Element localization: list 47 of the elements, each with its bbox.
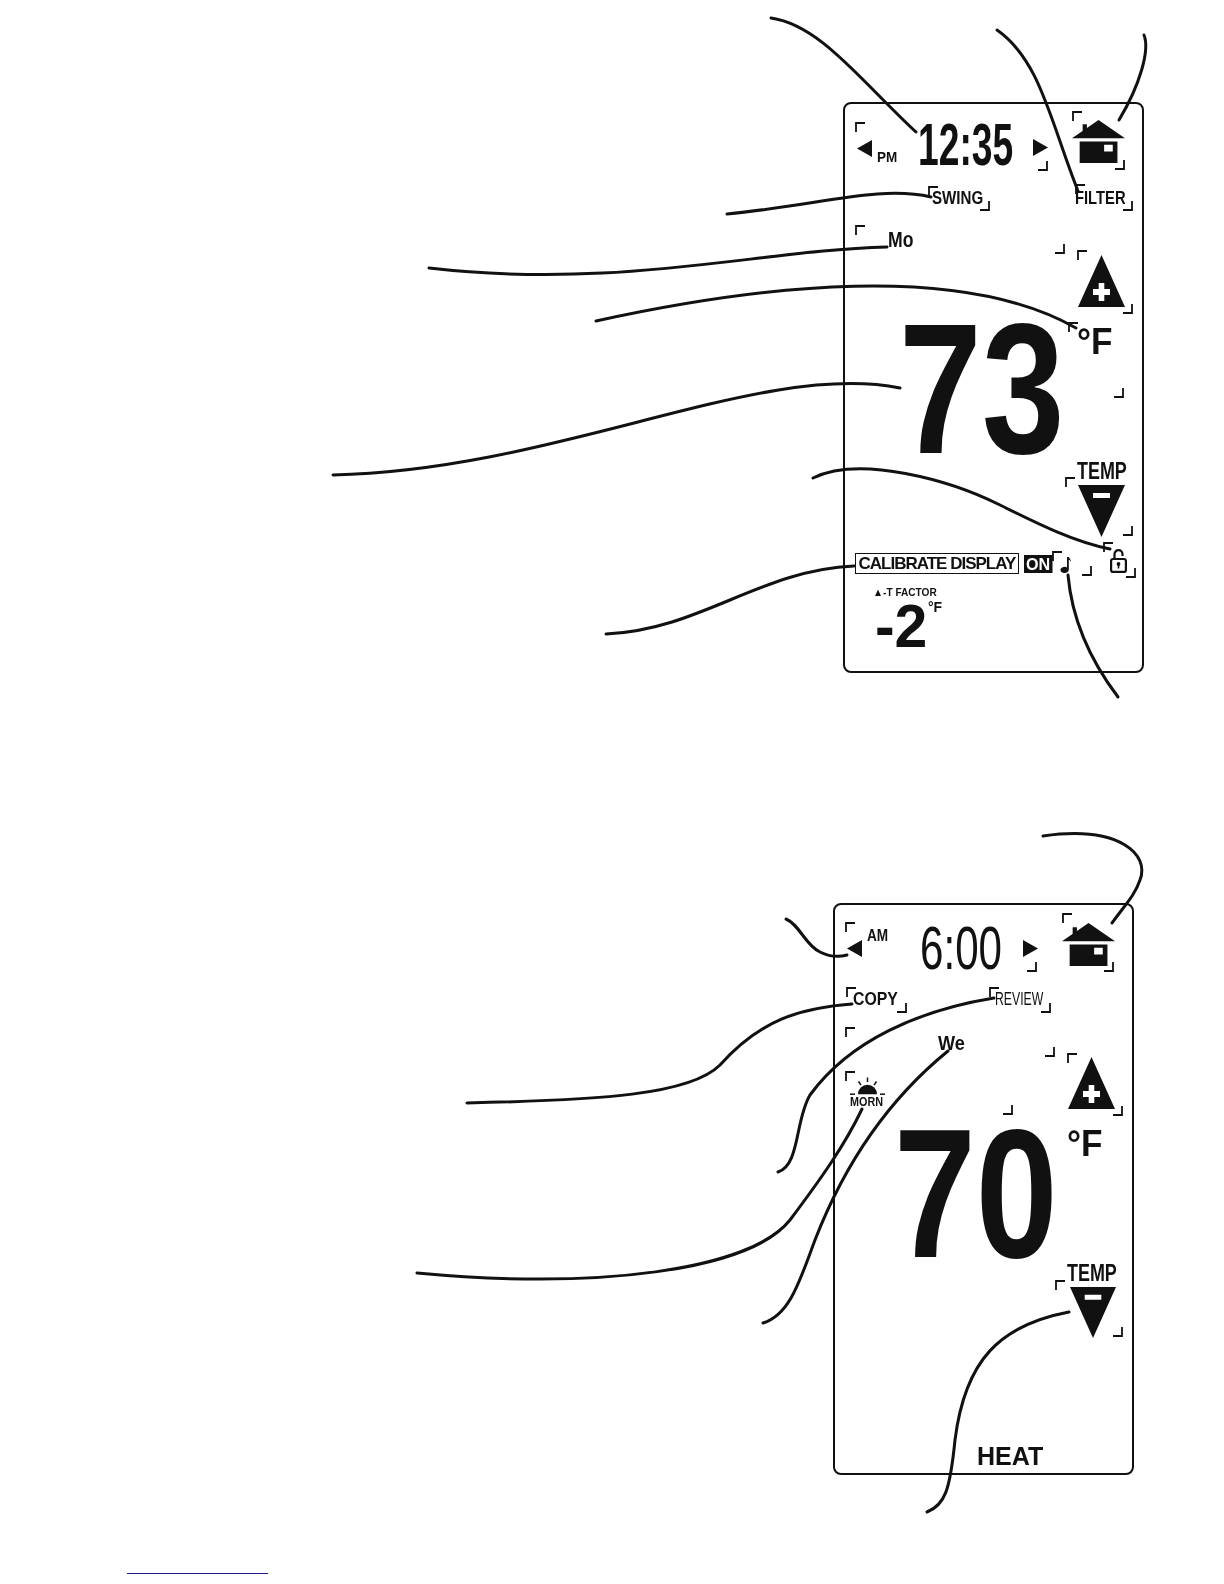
unit-symbol: °F bbox=[928, 602, 943, 613]
leader-line bbox=[925, 1310, 1071, 1514]
leader-line bbox=[415, 1107, 864, 1281]
leader-line bbox=[331, 382, 902, 477]
leader-line bbox=[995, 28, 1080, 193]
day-indicator: Mo bbox=[887, 231, 913, 248]
music-note-icon bbox=[1059, 556, 1071, 573]
calibrate-indicator: CALIBRATE DISPLAY bbox=[854, 552, 1020, 574]
leader-line bbox=[1117, 33, 1148, 122]
unit-symbol: °F bbox=[1076, 327, 1113, 355]
leader-line bbox=[769, 16, 918, 134]
leader-line bbox=[1066, 573, 1120, 699]
leader-line bbox=[1041, 832, 1144, 925]
time-readout: 12:35 bbox=[917, 122, 1013, 167]
swing-indicator: SWING bbox=[931, 191, 983, 205]
leader-line bbox=[761, 1049, 950, 1325]
period-indicator: PM bbox=[877, 152, 898, 163]
leader-line bbox=[604, 564, 856, 636]
unit-symbol: °F bbox=[1067, 1130, 1103, 1157]
leader-line bbox=[784, 917, 849, 958]
leader-line bbox=[427, 245, 889, 276]
temperature-readout: 73 bbox=[898, 320, 1064, 457]
copy-indicator: COPY bbox=[852, 992, 898, 1006]
offset-readout: -2 bbox=[875, 603, 928, 649]
left-arrow-icon bbox=[846, 939, 862, 957]
leader-line bbox=[465, 1002, 854, 1105]
leader-line bbox=[594, 284, 1078, 330]
mode-label: MORN bbox=[849, 1097, 883, 1107]
review-indicator: REVIEW bbox=[994, 992, 1043, 1006]
house-icon bbox=[1061, 922, 1115, 966]
house-icon bbox=[1071, 119, 1125, 163]
padlock-icon bbox=[1109, 547, 1127, 573]
lcd-screen bbox=[833, 903, 1134, 1475]
filter-indicator: FILTER bbox=[1074, 191, 1126, 205]
lcd-screen bbox=[843, 102, 1144, 673]
leader-line bbox=[776, 996, 996, 1174]
mode-indicator: HEAT bbox=[977, 1447, 1044, 1466]
temp-label: TEMP bbox=[1076, 462, 1127, 480]
leader-line bbox=[725, 191, 933, 216]
temperature-readout: 70 bbox=[894, 1126, 1058, 1261]
on-indicator: ON bbox=[1023, 554, 1052, 573]
time-readout: 6:00 bbox=[920, 925, 1003, 971]
temp-label: TEMP bbox=[1066, 1264, 1117, 1282]
period-indicator: AM bbox=[867, 930, 889, 942]
day-indicator: We bbox=[937, 1034, 965, 1050]
factor-label: ▲-T FACTOR bbox=[873, 588, 937, 596]
leader-line bbox=[811, 467, 1112, 551]
